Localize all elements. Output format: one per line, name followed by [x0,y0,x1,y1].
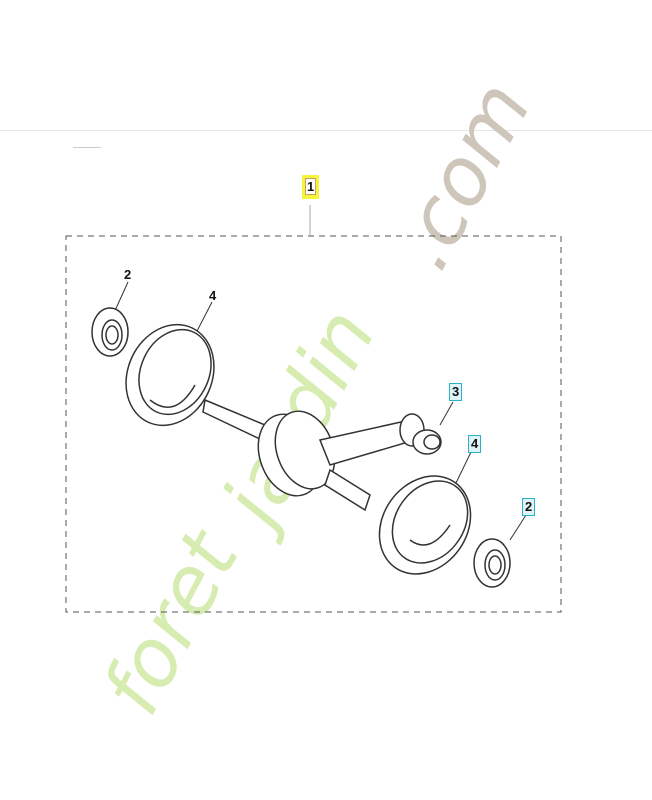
assembly-frame [65,235,562,613]
assembly-callout[interactable]: 1 [302,175,320,199]
bearing-right [473,538,511,588]
crank-web-left [125,323,215,427]
bearing-left [91,307,129,357]
callout-bearing-right[interactable]: 2 [522,498,536,516]
callout-web-right[interactable]: 4 [468,435,482,453]
divider-line [0,130,652,131]
callout-needle-bearing[interactable]: 3 [449,383,463,401]
needle-bearing [412,429,442,455]
crankshaft [202,398,425,512]
assembly-callout-label: 1 [305,178,317,195]
watermark-part1: foret [85,515,258,729]
watermark-part3: .com [375,67,549,284]
callout-web-left[interactable]: 4 [209,288,217,303]
divider-mark [73,147,101,148]
callout-bearing-left[interactable]: 2 [124,267,132,282]
crank-web-right [378,475,472,575]
